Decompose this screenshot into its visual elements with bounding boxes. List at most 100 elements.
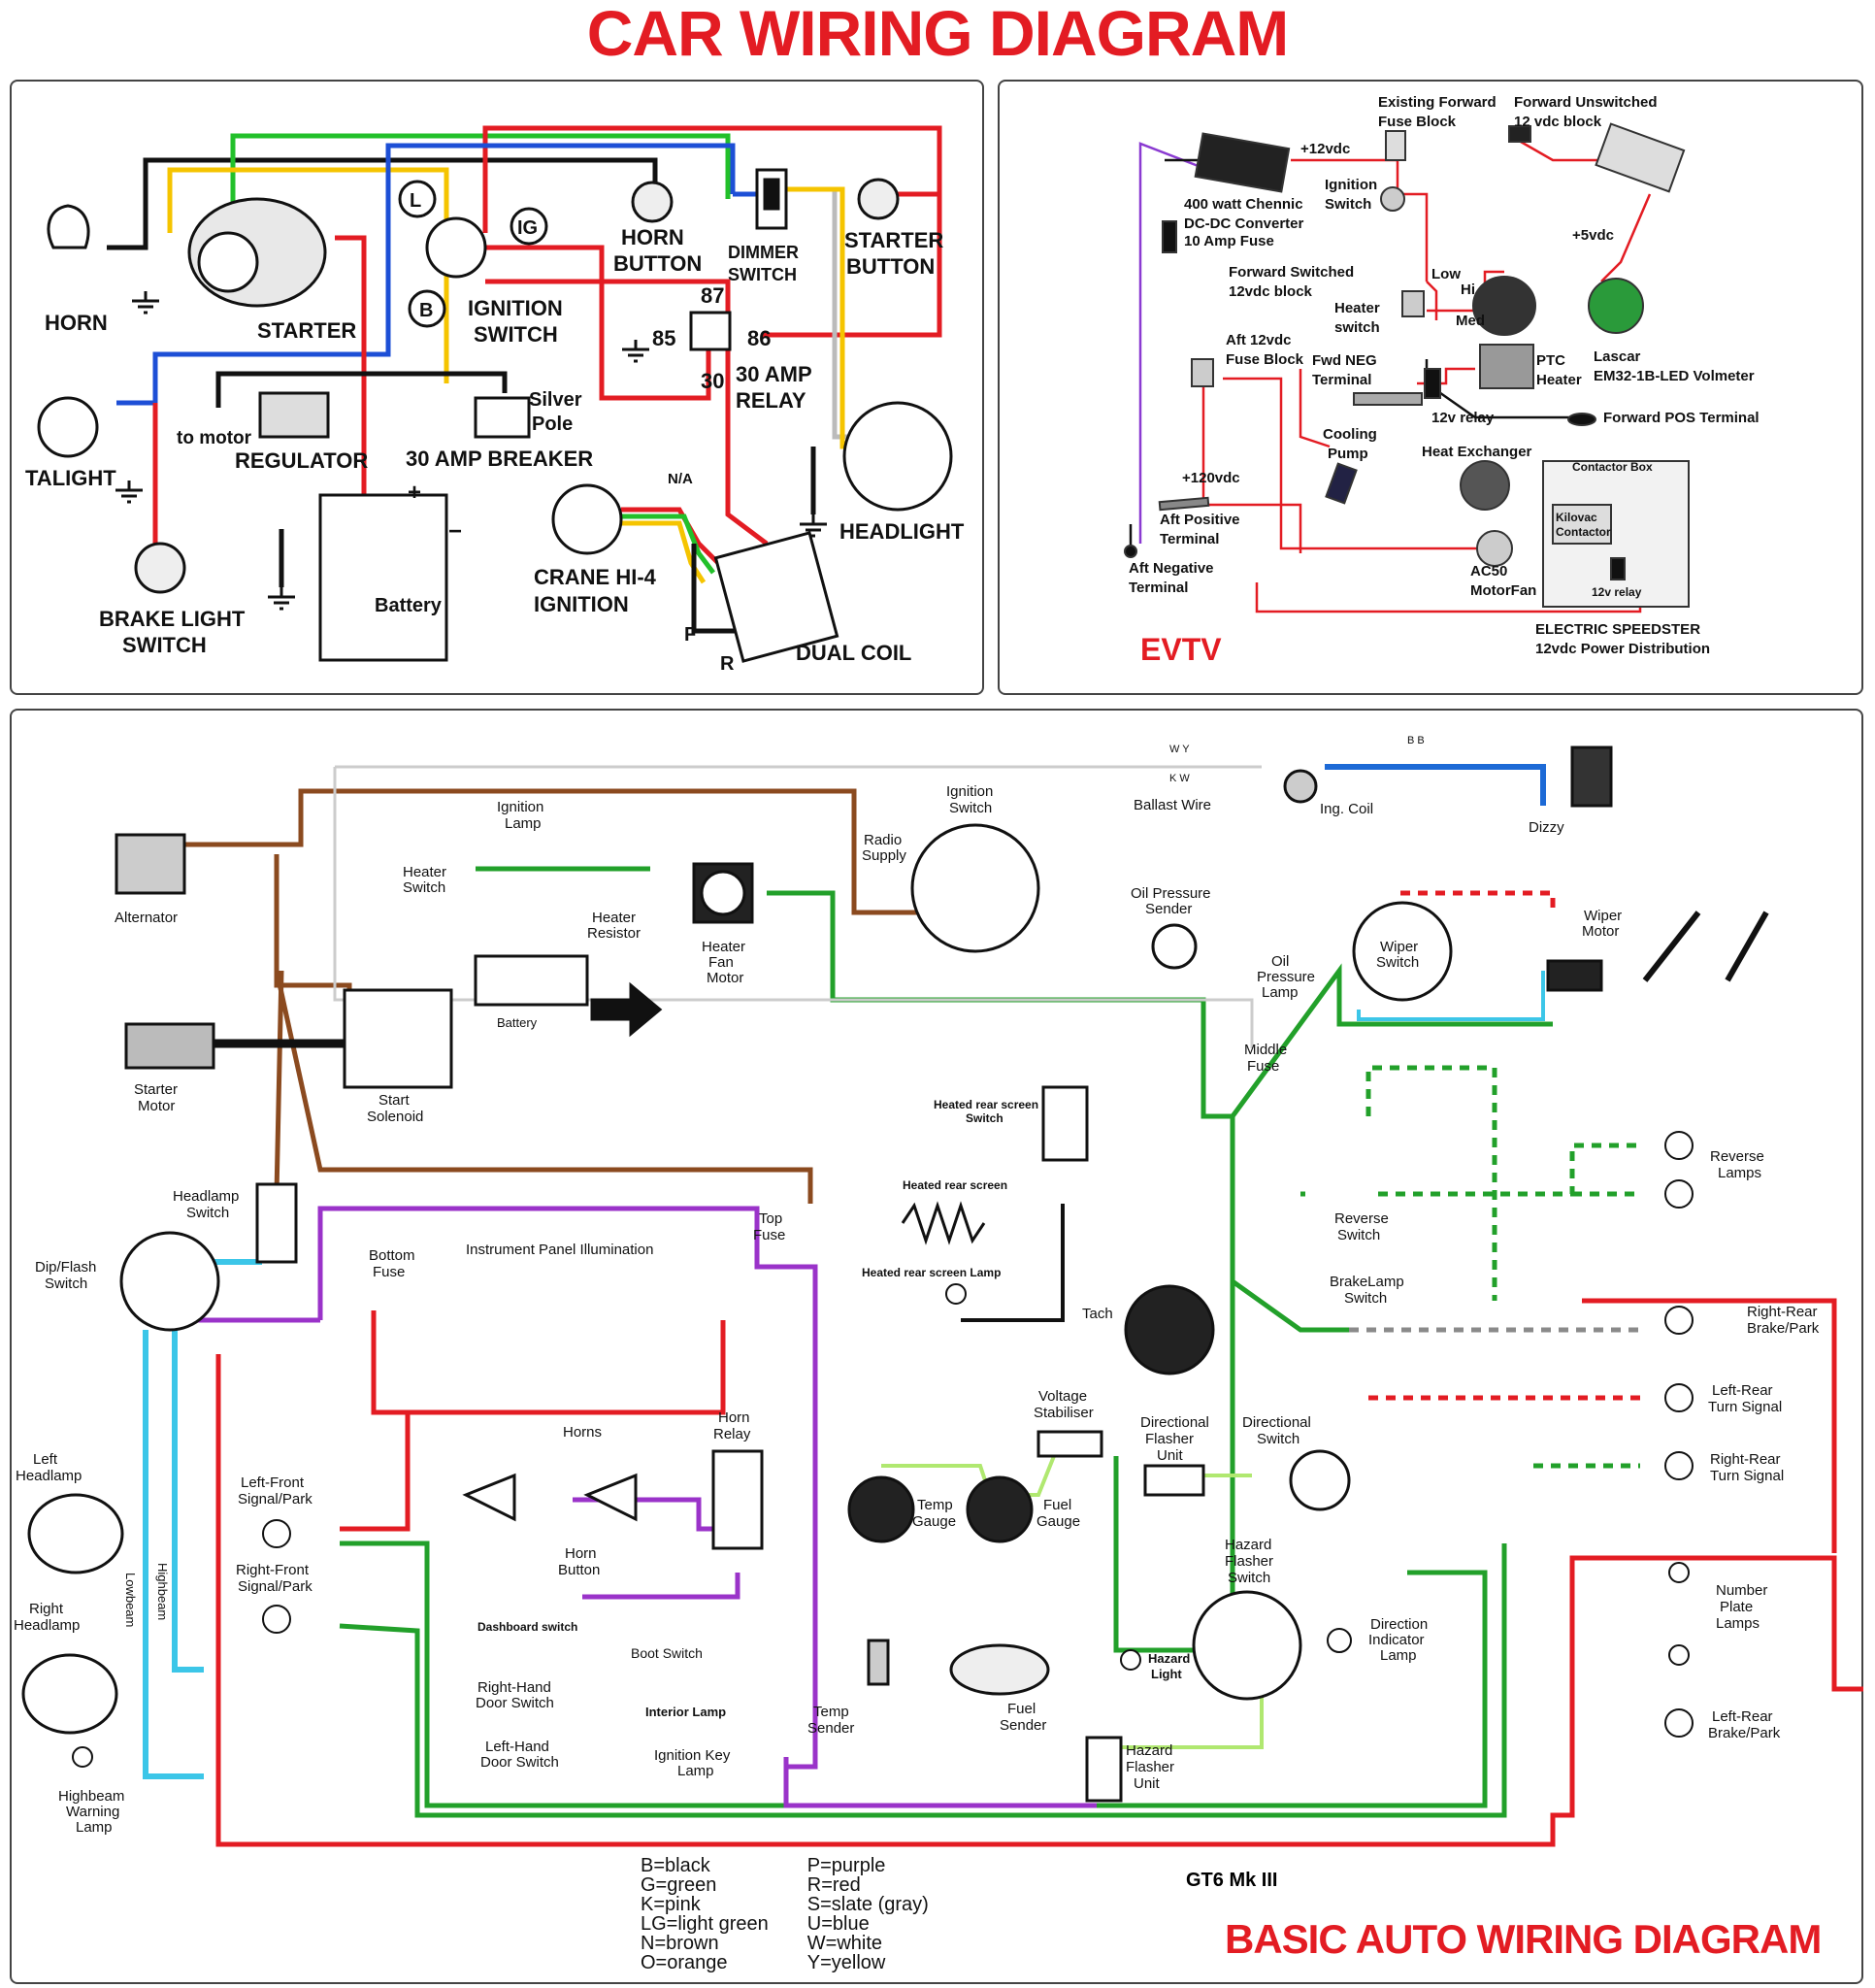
wire-cyan-lamps — [143, 1330, 204, 1779]
horn-right-icon — [583, 1473, 638, 1522]
label-l: L — [410, 190, 421, 212]
wire-red-top — [482, 125, 942, 233]
dc-converter-icon — [1194, 132, 1291, 193]
label-ig: IG — [517, 217, 538, 239]
oil-sender-icon — [1151, 923, 1198, 970]
wire-red-lascar — [1600, 193, 1652, 282]
wiper-blade-icon — [1642, 911, 1769, 982]
lascar-box-icon — [1595, 122, 1686, 193]
taillight-icon — [37, 396, 99, 458]
dip-flash-switch-icon — [119, 1231, 220, 1332]
wire-purple-hb — [582, 1573, 740, 1600]
wire-red-loop — [215, 1354, 1863, 1847]
label-relay-87: 87 — [701, 283, 724, 308]
wire-black-fwdpos — [1426, 381, 1592, 419]
starter-motor-icon — [124, 1022, 215, 1070]
label-wy: W Y — [1169, 744, 1190, 755]
ignition-switch-icon — [425, 216, 487, 279]
wire-brown — [180, 788, 1009, 915]
hazard-unit-icon — [1085, 1736, 1123, 1803]
wire-red-brake — [1582, 1298, 1837, 1553]
bulb-icon — [1668, 1644, 1690, 1666]
panel3-bulb-icons — [72, 1131, 1694, 1768]
hazard-switch-icon — [1192, 1590, 1302, 1701]
wire-red-left — [340, 1412, 411, 1532]
model-label: GT6 Mk III — [1186, 1870, 1278, 1891]
legend-item: P=purple — [806, 1855, 886, 1876]
legend-item: K=pink — [641, 1894, 701, 1915]
wire-brown3 — [274, 970, 813, 1204]
wire-red-green-right2 — [1398, 890, 1556, 908]
crane-ignition-icon — [551, 483, 623, 555]
label-coil: Ing. Coil — [1320, 801, 1373, 817]
label-alternator: Alternator — [115, 910, 178, 926]
label-kw: K W — [1169, 773, 1190, 784]
label-panel-illum: Instrument Panel Illumination — [466, 1242, 653, 1258]
ground-icon — [268, 587, 295, 611]
legend-item: U=blue — [806, 1913, 870, 1935]
label-f: F — [684, 624, 696, 646]
bulb-icon — [1664, 1708, 1694, 1738]
voltage-stabiliser-icon — [1036, 1430, 1103, 1458]
horn-left-icon — [462, 1473, 516, 1522]
dir-flasher-icon — [1143, 1464, 1205, 1497]
wire-cyan-lamps2 — [172, 1330, 204, 1673]
legend-item: G=green — [641, 1874, 717, 1896]
dual-coil-icon — [713, 531, 839, 663]
wire-red-ign — [1396, 150, 1429, 282]
hrs-switch-icon — [1041, 1085, 1089, 1162]
wire-green-bottom — [1194, 1570, 1488, 1808]
wire-multi-crane3 — [621, 520, 707, 584]
heater-blower-icon — [1472, 276, 1536, 336]
label-dizzy: Dizzy — [1529, 819, 1564, 836]
label-fwd-pos: Forward POS Terminal — [1603, 410, 1760, 426]
temp-gauge-icon — [847, 1475, 915, 1543]
label-ballast: Ballast Wire — [1134, 797, 1211, 813]
lascar-volmeter-icon — [1588, 278, 1644, 334]
label-plus: + — [408, 480, 421, 506]
wire-multi-crane2 — [621, 514, 715, 575]
bulb-icon — [1664, 1306, 1694, 1335]
headlight-icon — [842, 401, 953, 512]
cooling-pump-icon — [1325, 462, 1358, 505]
battery-icon — [318, 493, 448, 662]
label-taillight: TALIGHT — [25, 466, 116, 490]
wire-brown4 — [274, 970, 284, 1204]
legend-item: B=black — [641, 1855, 710, 1876]
label-horn: HORN — [45, 311, 108, 335]
panel1-wires — [107, 125, 942, 634]
panel3-labels: W Y K W B B Ballast Wire Ing. Coil Dizzy… — [14, 735, 1820, 1836]
label-heat-ex: Heat Exchanger — [1422, 444, 1532, 460]
dir-switch-icon — [1289, 1449, 1351, 1511]
aft-fuse-block-icon — [1191, 358, 1214, 387]
label-dual-coil: DUAL COIL — [796, 641, 911, 665]
ground-icon — [800, 514, 827, 538]
legend-item: R=red — [806, 1874, 861, 1896]
wire-black-coil — [691, 544, 747, 634]
fuel-sender-icon — [949, 1643, 1050, 1696]
label-p120: +120vdc — [1182, 470, 1240, 486]
wire-white-3 — [980, 998, 1254, 1048]
wire-green-haz — [1113, 1456, 1194, 1653]
